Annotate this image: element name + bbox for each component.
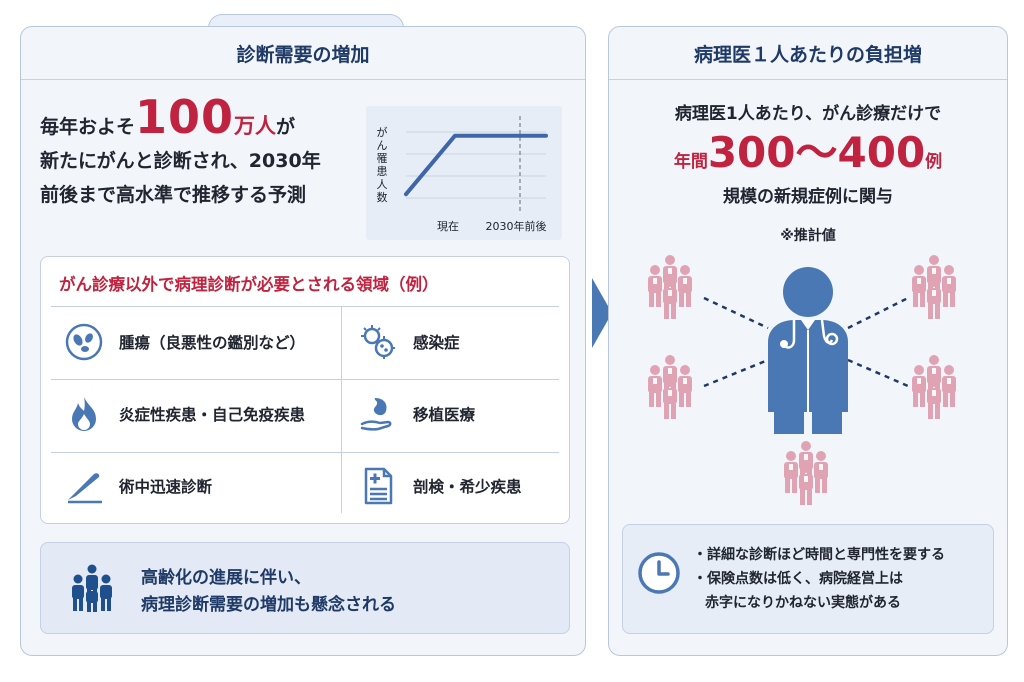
- chart-tick-label: 2030年前後: [486, 219, 547, 233]
- demand-line2: 新たにがんと診断され、2030年: [40, 150, 321, 172]
- caseload-range: 年間300～400例: [612, 130, 1004, 185]
- caseload-line3: 規模の新規症例に関与: [723, 187, 893, 207]
- area-label: 移植医療: [413, 406, 476, 424]
- area-item-tumor: 腫瘍（良悪性の鑑別など）: [63, 321, 305, 363]
- demand-pre: 毎年およそ: [40, 116, 136, 138]
- patient-group-icon: [784, 441, 828, 505]
- burden-item: ・詳細な診断ほど時間と専門性を要する: [693, 547, 945, 563]
- people-group-icon: [72, 564, 112, 612]
- chart-y-axis-label-char: 数: [377, 191, 388, 204]
- burden-item: 赤字になりかねない実態がある: [705, 595, 901, 611]
- area-item-autopsy: 剖検・希少疾患: [357, 465, 522, 507]
- pathologist-patients-illustration: [648, 255, 956, 505]
- area-item-intraoperative: 術中迅速診断: [63, 465, 212, 507]
- caseload-statement: 病理医1人あたり、がん診療だけで 年間300～400例 規模の新規症例に関与 ※…: [612, 102, 1004, 245]
- area-item-infection: 感染症: [357, 321, 460, 363]
- areas-divider: [51, 306, 559, 307]
- demand-number: 100: [135, 90, 235, 144]
- demand-line3: 前後まで高水準で推移する予測: [40, 184, 307, 206]
- caseload-prefix: 年間: [673, 152, 708, 172]
- patient-group-icon: [648, 355, 692, 419]
- burden-box: ・詳細な診断ほど時間と専門性を要する ・保険点数は低く、病院経営上は 赤字になり…: [622, 524, 994, 634]
- area-item-inflammation: 炎症性疾患・自己免疫疾患: [63, 393, 305, 435]
- demand-post: が: [276, 116, 296, 138]
- chart-y-axis-label-char: 患: [377, 165, 388, 178]
- scalpel-icon: [63, 465, 105, 507]
- patient-group-icon: [912, 255, 956, 319]
- burden-panel-title: 病理医１人あたりの負担増: [609, 27, 1007, 80]
- chart-y-axis-label-char: が: [377, 125, 388, 139]
- demand-panel-title: 診断需要の増加: [21, 27, 585, 80]
- chart-y-axis-label-char: ん: [377, 139, 388, 152]
- caseload-line1: 病理医1人あたり、がん診療だけで: [674, 104, 942, 124]
- aging-line2: 病理診断需要の増加も懸念される: [141, 595, 396, 615]
- area-label: 炎症性疾患・自己免疫疾患: [119, 406, 306, 424]
- chart-y-axis-label-char: 罹: [377, 152, 388, 165]
- area-label: 術中迅速診断: [119, 478, 213, 496]
- area-item-transplant: 移植医療: [357, 393, 475, 435]
- incidence-mini-chart: 現在 2030年前後 がん罹患人数: [366, 106, 562, 240]
- patient-group-icon: [912, 355, 956, 419]
- area-label: 剖検・希少疾患: [413, 478, 522, 496]
- area-label: 感染症: [413, 334, 460, 352]
- burden-item: ・保険点数は低く、病院経営上は: [693, 571, 903, 587]
- caseload-note: ※推計値: [780, 228, 836, 244]
- areas-title: がん診療以外で病理診断が必要とされる領域（例）: [59, 275, 439, 294]
- flame-icon: [63, 393, 105, 435]
- germs-icon: [357, 321, 399, 363]
- demand-statement: 毎年およそ100万人が 新たにがんと診断され、2030年 前後まで高水準で推移す…: [40, 94, 370, 212]
- demand-unit: 万人: [234, 114, 277, 138]
- patient-group-icon: [648, 255, 692, 319]
- aging-line1: 高齢化の進展に伴い、: [141, 568, 311, 588]
- organ-hand-icon: [357, 393, 399, 435]
- areas-row-divider: [51, 379, 559, 380]
- flow-arrow-icon: [592, 278, 612, 348]
- aging-box: 高齢化の進展に伴い、 病理診断需要の増加も懸念される: [40, 542, 570, 634]
- chart-grid: [406, 131, 546, 199]
- microbe-icon: [63, 321, 105, 363]
- caseload-number: 300～400: [707, 128, 926, 177]
- connector-lines: [703, 296, 909, 388]
- aging-statement: 高齢化の進展に伴い、 病理診断需要の増加も懸念される: [141, 565, 396, 619]
- pathology-areas-box: がん診療以外で病理診断が必要とされる領域（例） 腫瘍（良悪性の鑑別など） 感染症…: [40, 256, 570, 524]
- chart-series-line: [404, 133, 548, 197]
- pathologist-doctor-icon: [768, 267, 848, 434]
- area-label: 腫瘍（良悪性の鑑別など）: [119, 334, 306, 352]
- areas-column-divider: [341, 307, 342, 513]
- areas-row-divider: [51, 452, 559, 453]
- medical-document-icon: [357, 465, 399, 507]
- chart-tick-label: 現在: [437, 220, 459, 233]
- caseload-suffix: 例: [925, 152, 943, 172]
- burden-list: ・詳細な診断ほど時間と専門性を要する ・保険点数は低く、病院経営上は 赤字になり…: [693, 543, 945, 615]
- chart-y-axis-label-char: 人: [377, 178, 388, 191]
- clock-icon: [638, 552, 680, 594]
